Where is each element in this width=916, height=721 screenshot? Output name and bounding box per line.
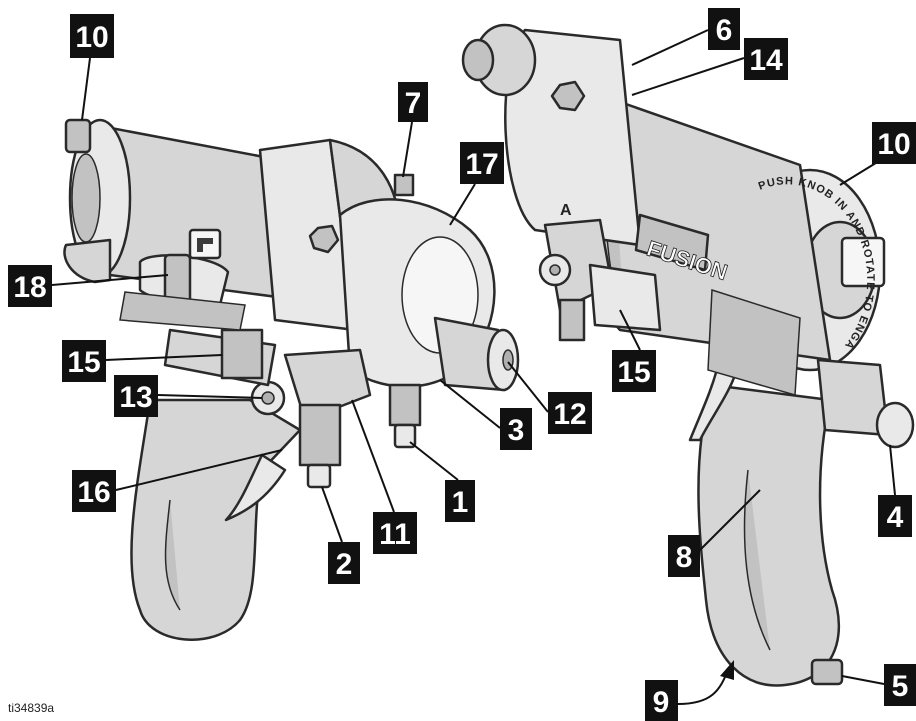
leader-right-4 xyxy=(889,444,896,496)
callout-label: 15 xyxy=(67,346,100,379)
callout-label: 1 xyxy=(452,486,469,519)
leader-right-8 xyxy=(699,489,761,551)
right-gun-illustration xyxy=(461,23,915,687)
callout-right-15: 15 xyxy=(612,350,656,392)
callout-left-16: 16 xyxy=(72,470,116,512)
callout-left-10: 10 xyxy=(70,14,114,58)
leader-left-3 xyxy=(439,379,501,429)
callout-left-13: 13 xyxy=(114,375,158,417)
leader-lines xyxy=(51,29,896,705)
callout-right-5: 5 xyxy=(884,664,916,706)
callout-left-12: 12 xyxy=(548,392,592,434)
leader-right-9-arrowhead xyxy=(720,660,734,680)
callout-label: 9 xyxy=(653,686,670,719)
leader-left-1 xyxy=(409,441,459,481)
leader-left-7 xyxy=(402,121,413,178)
callout-left-15: 15 xyxy=(62,340,106,382)
callout-label: 4 xyxy=(887,501,904,534)
leader-right-6 xyxy=(631,29,709,66)
callouts: 10 7 17 18 15 13 16 3 xyxy=(8,8,916,721)
callout-label: 14 xyxy=(749,44,783,77)
callout-label: 6 xyxy=(716,14,733,47)
leader-left-18 xyxy=(51,274,169,286)
callout-label: 3 xyxy=(508,414,525,447)
callout-label: 7 xyxy=(405,87,422,120)
callout-label: 16 xyxy=(77,476,110,509)
callout-label: 8 xyxy=(676,541,693,574)
callout-label: 11 xyxy=(379,518,411,551)
callout-right-6: 6 xyxy=(708,8,740,50)
callout-right-14: 14 xyxy=(744,38,788,80)
callout-label: 10 xyxy=(75,21,108,54)
leader-right-15 xyxy=(619,309,641,351)
callout-label: 12 xyxy=(553,398,586,431)
leader-left-15 xyxy=(105,354,223,361)
callout-left-3: 3 xyxy=(500,408,532,450)
callout-left-2: 2 xyxy=(328,542,360,584)
leader-right-5 xyxy=(841,675,885,685)
callout-label: 10 xyxy=(877,128,910,161)
callout-label: 18 xyxy=(13,271,46,304)
callout-label: 15 xyxy=(617,356,650,389)
leader-left-10 xyxy=(81,57,91,121)
figure-id: ti34839a xyxy=(8,701,54,715)
callout-label: 13 xyxy=(119,381,152,414)
left-gun-illustration xyxy=(63,118,520,641)
callout-right-10: 10 xyxy=(872,122,916,164)
callout-right-9: 9 xyxy=(645,680,678,721)
leader-left-11 xyxy=(351,399,395,513)
callout-left-17: 17 xyxy=(460,142,504,184)
callout-left-1: 1 xyxy=(445,480,475,522)
leader-left-17 xyxy=(449,183,476,226)
leader-left-2 xyxy=(321,486,343,543)
callout-label: 17 xyxy=(465,148,498,181)
callout-left-7: 7 xyxy=(398,82,428,122)
leader-left-16 xyxy=(115,449,283,491)
callout-right-4: 4 xyxy=(878,495,912,537)
side-letter-marking: A xyxy=(560,202,572,219)
callout-left-11: 11 xyxy=(373,512,417,554)
callout-label: 5 xyxy=(892,670,909,703)
callout-right-8: 8 xyxy=(668,535,700,577)
callout-left-18: 18 xyxy=(8,265,52,307)
callout-label: 2 xyxy=(336,548,353,581)
leader-left-13 xyxy=(157,394,263,399)
leader-right-9 xyxy=(677,669,729,705)
leader-right-14 xyxy=(631,57,745,96)
leader-left-12 xyxy=(507,361,549,413)
